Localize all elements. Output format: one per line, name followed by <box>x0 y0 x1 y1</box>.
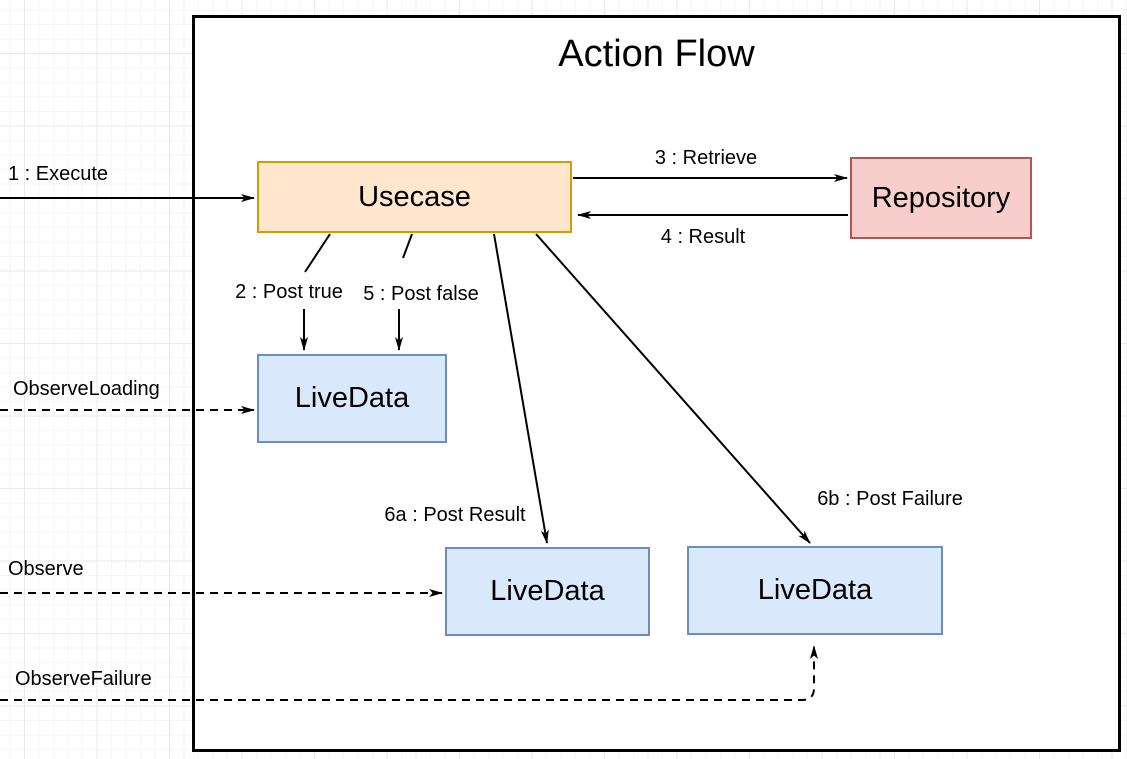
edge-label-retrieve: 3 : Retrieve <box>654 147 758 169</box>
node-usecase-label: Usecase <box>358 180 471 213</box>
node-repository: Repository <box>850 157 1032 239</box>
edge-label-result: 4 : Result <box>660 226 746 248</box>
node-livedata-failure: LiveData <box>687 546 943 635</box>
node-livedata-result: LiveData <box>445 547 650 636</box>
edge-label-observe: Observe <box>8 558 84 580</box>
edge-label-observe-loading: ObserveLoading <box>13 378 160 400</box>
edge-label-execute: 1 : Execute <box>8 163 109 185</box>
edge-label-post-failure: 6b : Post Failure <box>817 488 963 510</box>
node-usecase: Usecase <box>257 161 572 233</box>
edge-label-post-false: 5 : Post false <box>363 283 479 305</box>
edge-label-post-true: 2 : Post true <box>235 281 343 303</box>
edge-label-observe-failure: ObserveFailure <box>15 668 152 690</box>
node-livedata-loading-label: LiveData <box>294 382 410 414</box>
node-livedata-failure-label: LiveData <box>757 574 873 606</box>
diagram-title: Action Flow <box>558 33 755 75</box>
edge-label-post-result: 6a : Post Result <box>384 504 526 526</box>
node-livedata-result-label: LiveData <box>490 575 605 607</box>
node-repository-label: Repository <box>871 181 1011 214</box>
node-livedata-loading: LiveData <box>257 354 447 443</box>
